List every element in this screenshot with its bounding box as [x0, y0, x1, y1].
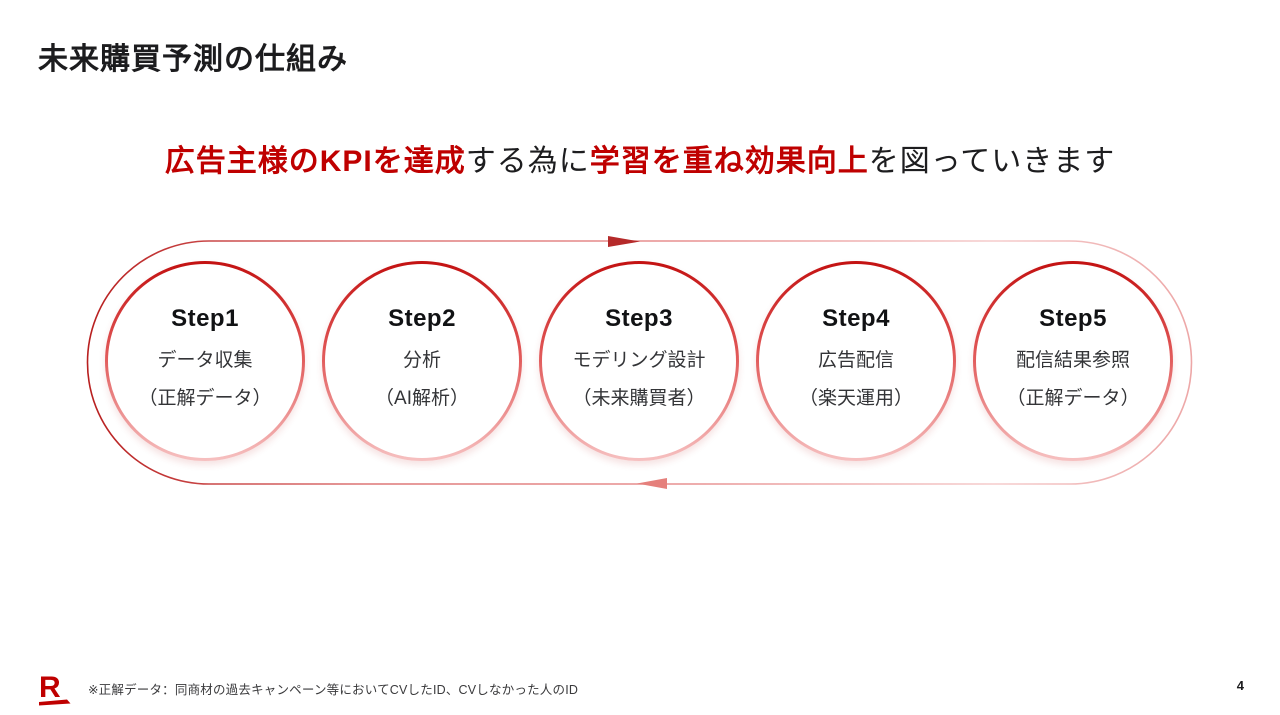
- step-description-line2: （未来購買者）: [572, 387, 706, 409]
- step-description-line1: モデリング設計: [572, 349, 706, 371]
- headline-segment-emphasis: 学習を重ね効果向上: [589, 145, 869, 178]
- forward-arrowhead-icon: [608, 236, 640, 247]
- rakuten-logo-icon: R: [39, 671, 71, 706]
- rakuten-logo-letter: R: [39, 671, 61, 704]
- page-title: 未来購買予測の仕組み: [38, 43, 348, 76]
- step-description-line2: （AI解析）: [375, 387, 469, 409]
- headline-segment: する為に: [465, 145, 590, 178]
- step-description-line2: （楽天運用）: [798, 387, 913, 409]
- step-description-line1: 配信結果参照: [1015, 349, 1130, 371]
- footnote: ※正解データ：同商材の過去キャンペーン等においてCVしたID、CVしなかった人の…: [88, 683, 579, 697]
- step-circle-content: Step5 配信結果参照 （正解データ）: [976, 264, 1170, 458]
- step-circle-1: Step1 データ収集 （正解データ）: [105, 261, 305, 461]
- step-label: Step2: [388, 304, 456, 332]
- cycle-loop-path: [86, 240, 1193, 485]
- step-description-line2: （正解データ）: [1006, 387, 1140, 409]
- return-arrowhead-icon: [637, 478, 667, 489]
- step-circle-3: Step3 モデリング設計 （未来購買者）: [539, 261, 739, 461]
- headline-segment-emphasis: 広告主様のKPIを達成: [164, 145, 466, 178]
- step-circle-content: Step4 広告配信 （楽天運用）: [759, 264, 953, 458]
- step-description-line1: 分析: [402, 349, 441, 371]
- step-label: Step3: [605, 304, 673, 332]
- step-description-line2: （正解データ）: [138, 387, 272, 409]
- step-description-line1: 広告配信: [817, 349, 894, 371]
- step-circle-content: Step2 分析 （AI解析）: [325, 264, 519, 458]
- step-label: Step4: [822, 304, 890, 332]
- step-label: Step1: [171, 304, 239, 332]
- step-description-line1: データ収集: [157, 349, 253, 371]
- step-circle-content: Step1 データ収集 （正解データ）: [108, 264, 302, 458]
- step-circle-5: Step5 配信結果参照 （正解データ）: [973, 261, 1173, 461]
- rakuten-logo-underline: [39, 699, 71, 706]
- step-label: Step5: [1039, 304, 1107, 332]
- step-circle-4: Step4 広告配信 （楽天運用）: [756, 261, 956, 461]
- headline: 広告主様のKPIを達成する為に学習を重ね効果向上を図っていきます: [0, 136, 1280, 180]
- step-circle-content: Step3 モデリング設計 （未来購買者）: [542, 264, 736, 458]
- headline-segment: を図っていきます: [868, 145, 1116, 178]
- page-number: 4: [1236, 678, 1244, 693]
- step-circle-2: Step2 分析 （AI解析）: [322, 261, 522, 461]
